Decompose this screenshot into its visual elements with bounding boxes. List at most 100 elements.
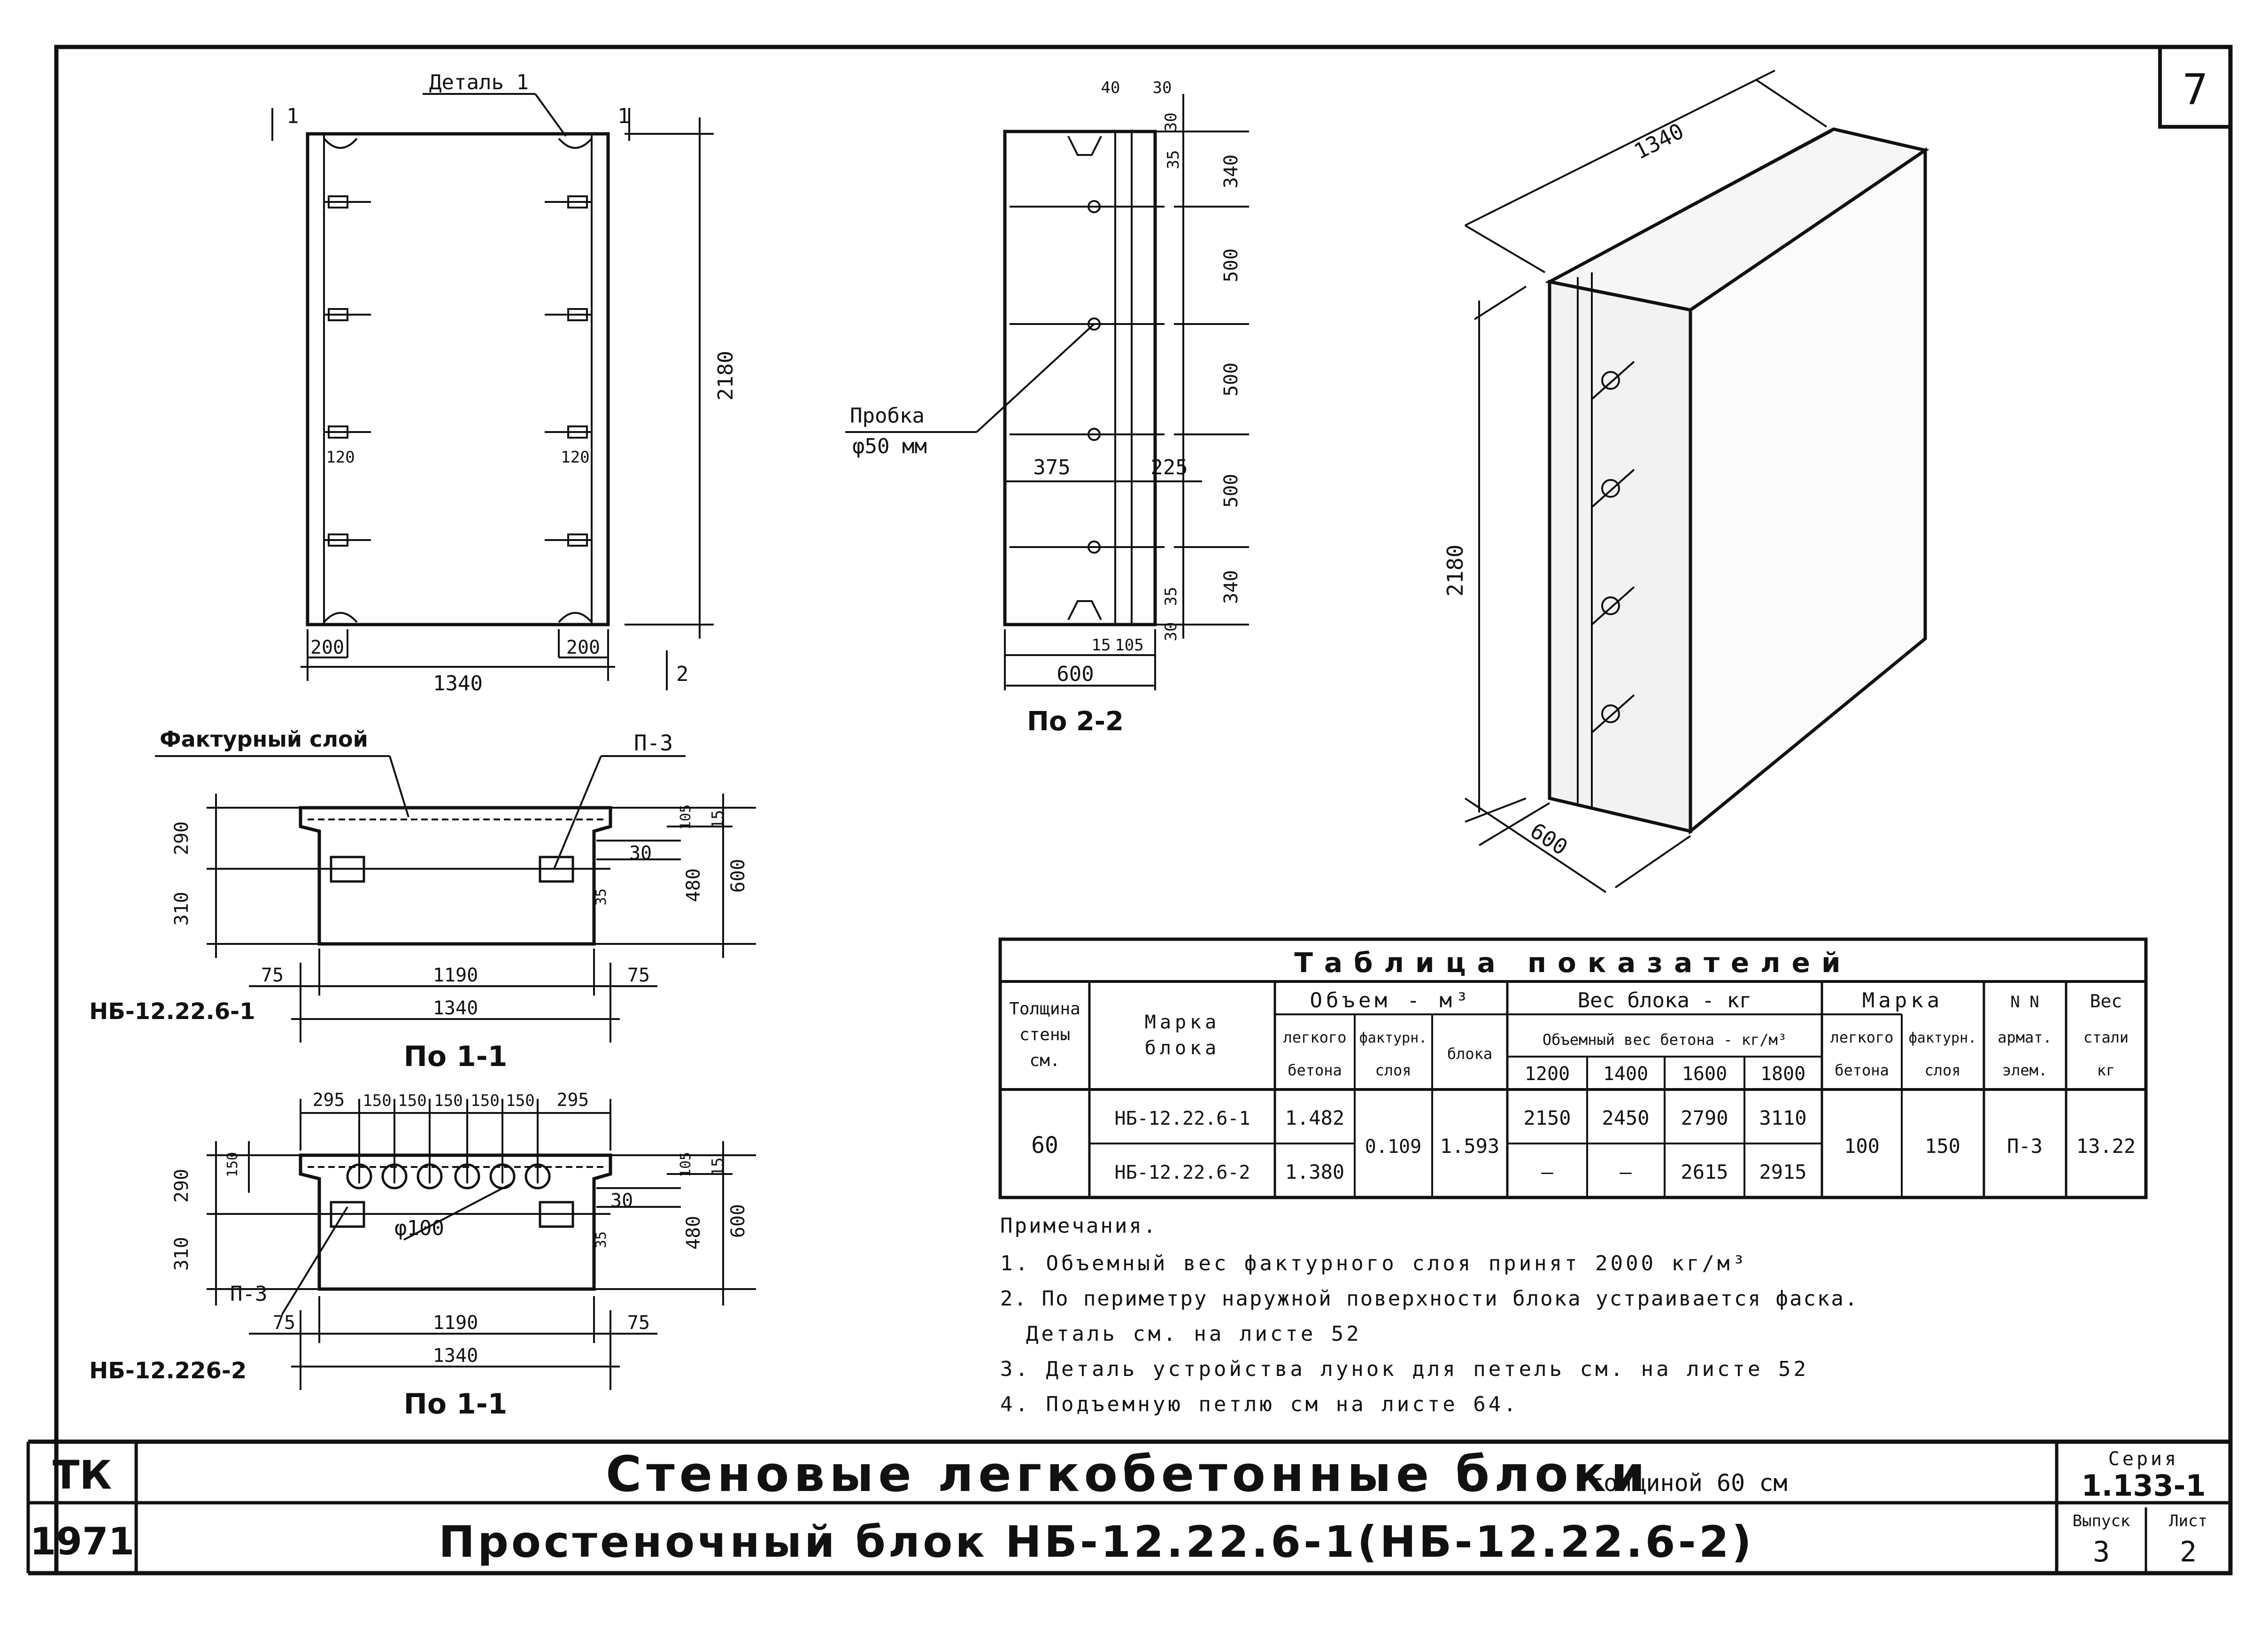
cell-row2-w-1800: 2915: [1759, 1160, 1806, 1183]
indicators-table: [998, 937, 2148, 1199]
cell-row2-vol-light: 1.380: [1285, 1160, 1344, 1183]
notes: Примечания. 1. Объемный вес фактурного с…: [1000, 1214, 1859, 1416]
section-1-dim-105: 105: [678, 804, 694, 830]
side-dim-30-bot: 30: [1162, 622, 1180, 641]
section-2-dim-1190: 1190: [433, 1312, 478, 1334]
iso-dim-1340: 1340: [1630, 118, 1688, 164]
note-1: 1. Объемный вес фактурного слоя принят 2…: [1000, 1251, 1748, 1275]
th-elem-2: армат.: [1998, 1028, 2052, 1046]
th-volume: Объем - м³: [1310, 989, 1472, 1012]
iso-view: [1464, 70, 1929, 893]
th-weight: Вес блока - кг: [1578, 989, 1752, 1012]
stamp-year: 1971: [30, 1520, 135, 1563]
cell-thickness: 60: [1031, 1132, 1058, 1159]
section-1-layer-label: Фактурный слой: [160, 726, 368, 752]
cell-row1-vol-light: 1.482: [1285, 1106, 1344, 1129]
th-mark-1: Марка: [1145, 1012, 1220, 1033]
section-2-p3-label: П-3: [230, 1282, 267, 1306]
section-1-dim-1190: 1190: [433, 965, 478, 986]
note-3: 3. Деталь устройства лунок для петель см…: [1000, 1357, 1809, 1381]
th-steel-2: стали: [2083, 1028, 2129, 1046]
section-1-p3-label: П-3: [634, 730, 673, 756]
side-dim-500-3: 500: [1220, 474, 1242, 508]
side-dim-35-bot: 35: [1162, 587, 1180, 606]
section-1-title: По 1-1: [404, 1040, 508, 1073]
iso-dim-2180: 2180: [1443, 545, 1468, 597]
side-dim-375: 375: [1033, 456, 1070, 479]
front-dim-width: 1340: [433, 672, 483, 695]
cell-grade-facing: 150: [1925, 1135, 1960, 1158]
section-1: [155, 755, 756, 1043]
note-2a: 2. По периметру наружной поверхности бло…: [1000, 1287, 1859, 1311]
section-2-dim-30: 30: [610, 1190, 633, 1212]
section-1-dim-35: 35: [593, 888, 609, 905]
section-1-mark: НБ-12.22.6-1: [89, 998, 255, 1025]
page-number: 7: [2183, 65, 2208, 115]
side-dim-340-top: 340: [1220, 155, 1242, 188]
front-dim-200-right: 200: [566, 637, 600, 658]
th-vol-light-1: легкого: [1283, 1028, 1347, 1046]
section-2-hole-label: φ100: [394, 1216, 444, 1240]
front-dim-height: 2180: [714, 351, 738, 401]
note-4: 4. Подъемную петлю см на листе 64.: [1000, 1392, 1519, 1416]
side-dim-600: 600: [1057, 662, 1094, 686]
cell-steel: 13.22: [2076, 1135, 2136, 1158]
section-2-dim-top-5: 150: [471, 1091, 499, 1110]
front-dim-120-right: 120: [561, 448, 589, 467]
cell-row2-w-1600: 2615: [1681, 1160, 1728, 1183]
cell-row2-mark: НБ-12.22.6-2: [1115, 1162, 1250, 1183]
cell-vol-block: 1.593: [1440, 1135, 1499, 1158]
th-grade-facing-2: слоя: [1924, 1061, 1960, 1079]
series-value: 1.133-1: [2082, 1468, 2206, 1503]
section-2-dim-35: 35: [593, 1231, 609, 1248]
th-grade-facing-1: фактурн.: [1909, 1030, 1977, 1046]
cell-row2-w-1200: —: [1541, 1160, 1553, 1183]
section-1-dim-1340: 1340: [433, 997, 478, 1019]
th-mark-2: блока: [1145, 1037, 1220, 1059]
cell-row1-mark: НБ-12.22.6-1: [1115, 1108, 1250, 1129]
issue-value: 3: [2093, 1536, 2110, 1568]
title-block: ТК 1971 Стеновые легкобетонные блоки тол…: [30, 1445, 2207, 1568]
section-1-dim-480: 480: [683, 868, 704, 902]
stamp-tk: ТК: [53, 1452, 112, 1498]
cell-row2-w-1400: —: [1620, 1160, 1632, 1183]
front-detail-label: Деталь 1: [429, 70, 529, 94]
section-2-dim-290: 290: [171, 1169, 193, 1203]
front-cut-right: 1: [617, 104, 630, 128]
section-2-dim-150: 150: [224, 1152, 241, 1177]
th-density-1200: 1200: [1525, 1063, 1570, 1085]
th-grade-light-2: бетона: [1835, 1061, 1889, 1079]
th-elem-1: N N: [2010, 993, 2039, 1012]
side-plug-label-1: Пробка: [850, 404, 925, 428]
section-2-title: По 1-1: [404, 1388, 508, 1421]
section-2-dim-top-4: 150: [434, 1091, 463, 1110]
front-cut-2: 2: [676, 662, 689, 686]
cell-row1-w-1400: 2450: [1602, 1106, 1649, 1129]
section-2-dim-top-2: 150: [363, 1091, 391, 1110]
cell-vol-facing: 0.109: [1365, 1136, 1421, 1158]
th-weight-sub: Объемный вес бетона - кг/м³: [1543, 1031, 1787, 1049]
title-main-suffix: толщиной 60 см: [1589, 1469, 1787, 1497]
section-2-mark: НБ-12.226-2: [89, 1358, 247, 1384]
th-thickness-2: стены: [1019, 1025, 1070, 1044]
front-cut-left: 1: [286, 104, 299, 128]
front-dim-200-left: 200: [310, 637, 344, 658]
th-vol-facing-2: слоя: [1375, 1061, 1411, 1079]
th-elem-3: элем.: [2002, 1061, 2047, 1079]
indicators-table-text: Таблица показателей Толщина стены см. Ма…: [1009, 947, 2136, 1183]
side-view: [845, 94, 1249, 690]
section-1-dim-600: 600: [727, 859, 749, 893]
side-dim-500-1: 500: [1220, 248, 1242, 282]
section-1-dim-75-left: 75: [261, 965, 284, 986]
sheet-value: 2: [2180, 1536, 2197, 1568]
th-steel-3: кг: [2097, 1061, 2115, 1079]
section-2-dim-75-right: 75: [627, 1312, 650, 1334]
issue-label: Выпуск: [2073, 1512, 2130, 1530]
side-dim-340-bot: 340: [1220, 570, 1242, 604]
side-dim-15: 15: [1092, 636, 1111, 655]
notes-title: Примечания.: [1000, 1214, 1157, 1238]
side-view-title: По 2-2: [1027, 706, 1124, 737]
section-2: [207, 1099, 756, 1390]
section-1-dim-75-right: 75: [627, 965, 650, 986]
section-2-dim-600: 600: [727, 1204, 749, 1238]
